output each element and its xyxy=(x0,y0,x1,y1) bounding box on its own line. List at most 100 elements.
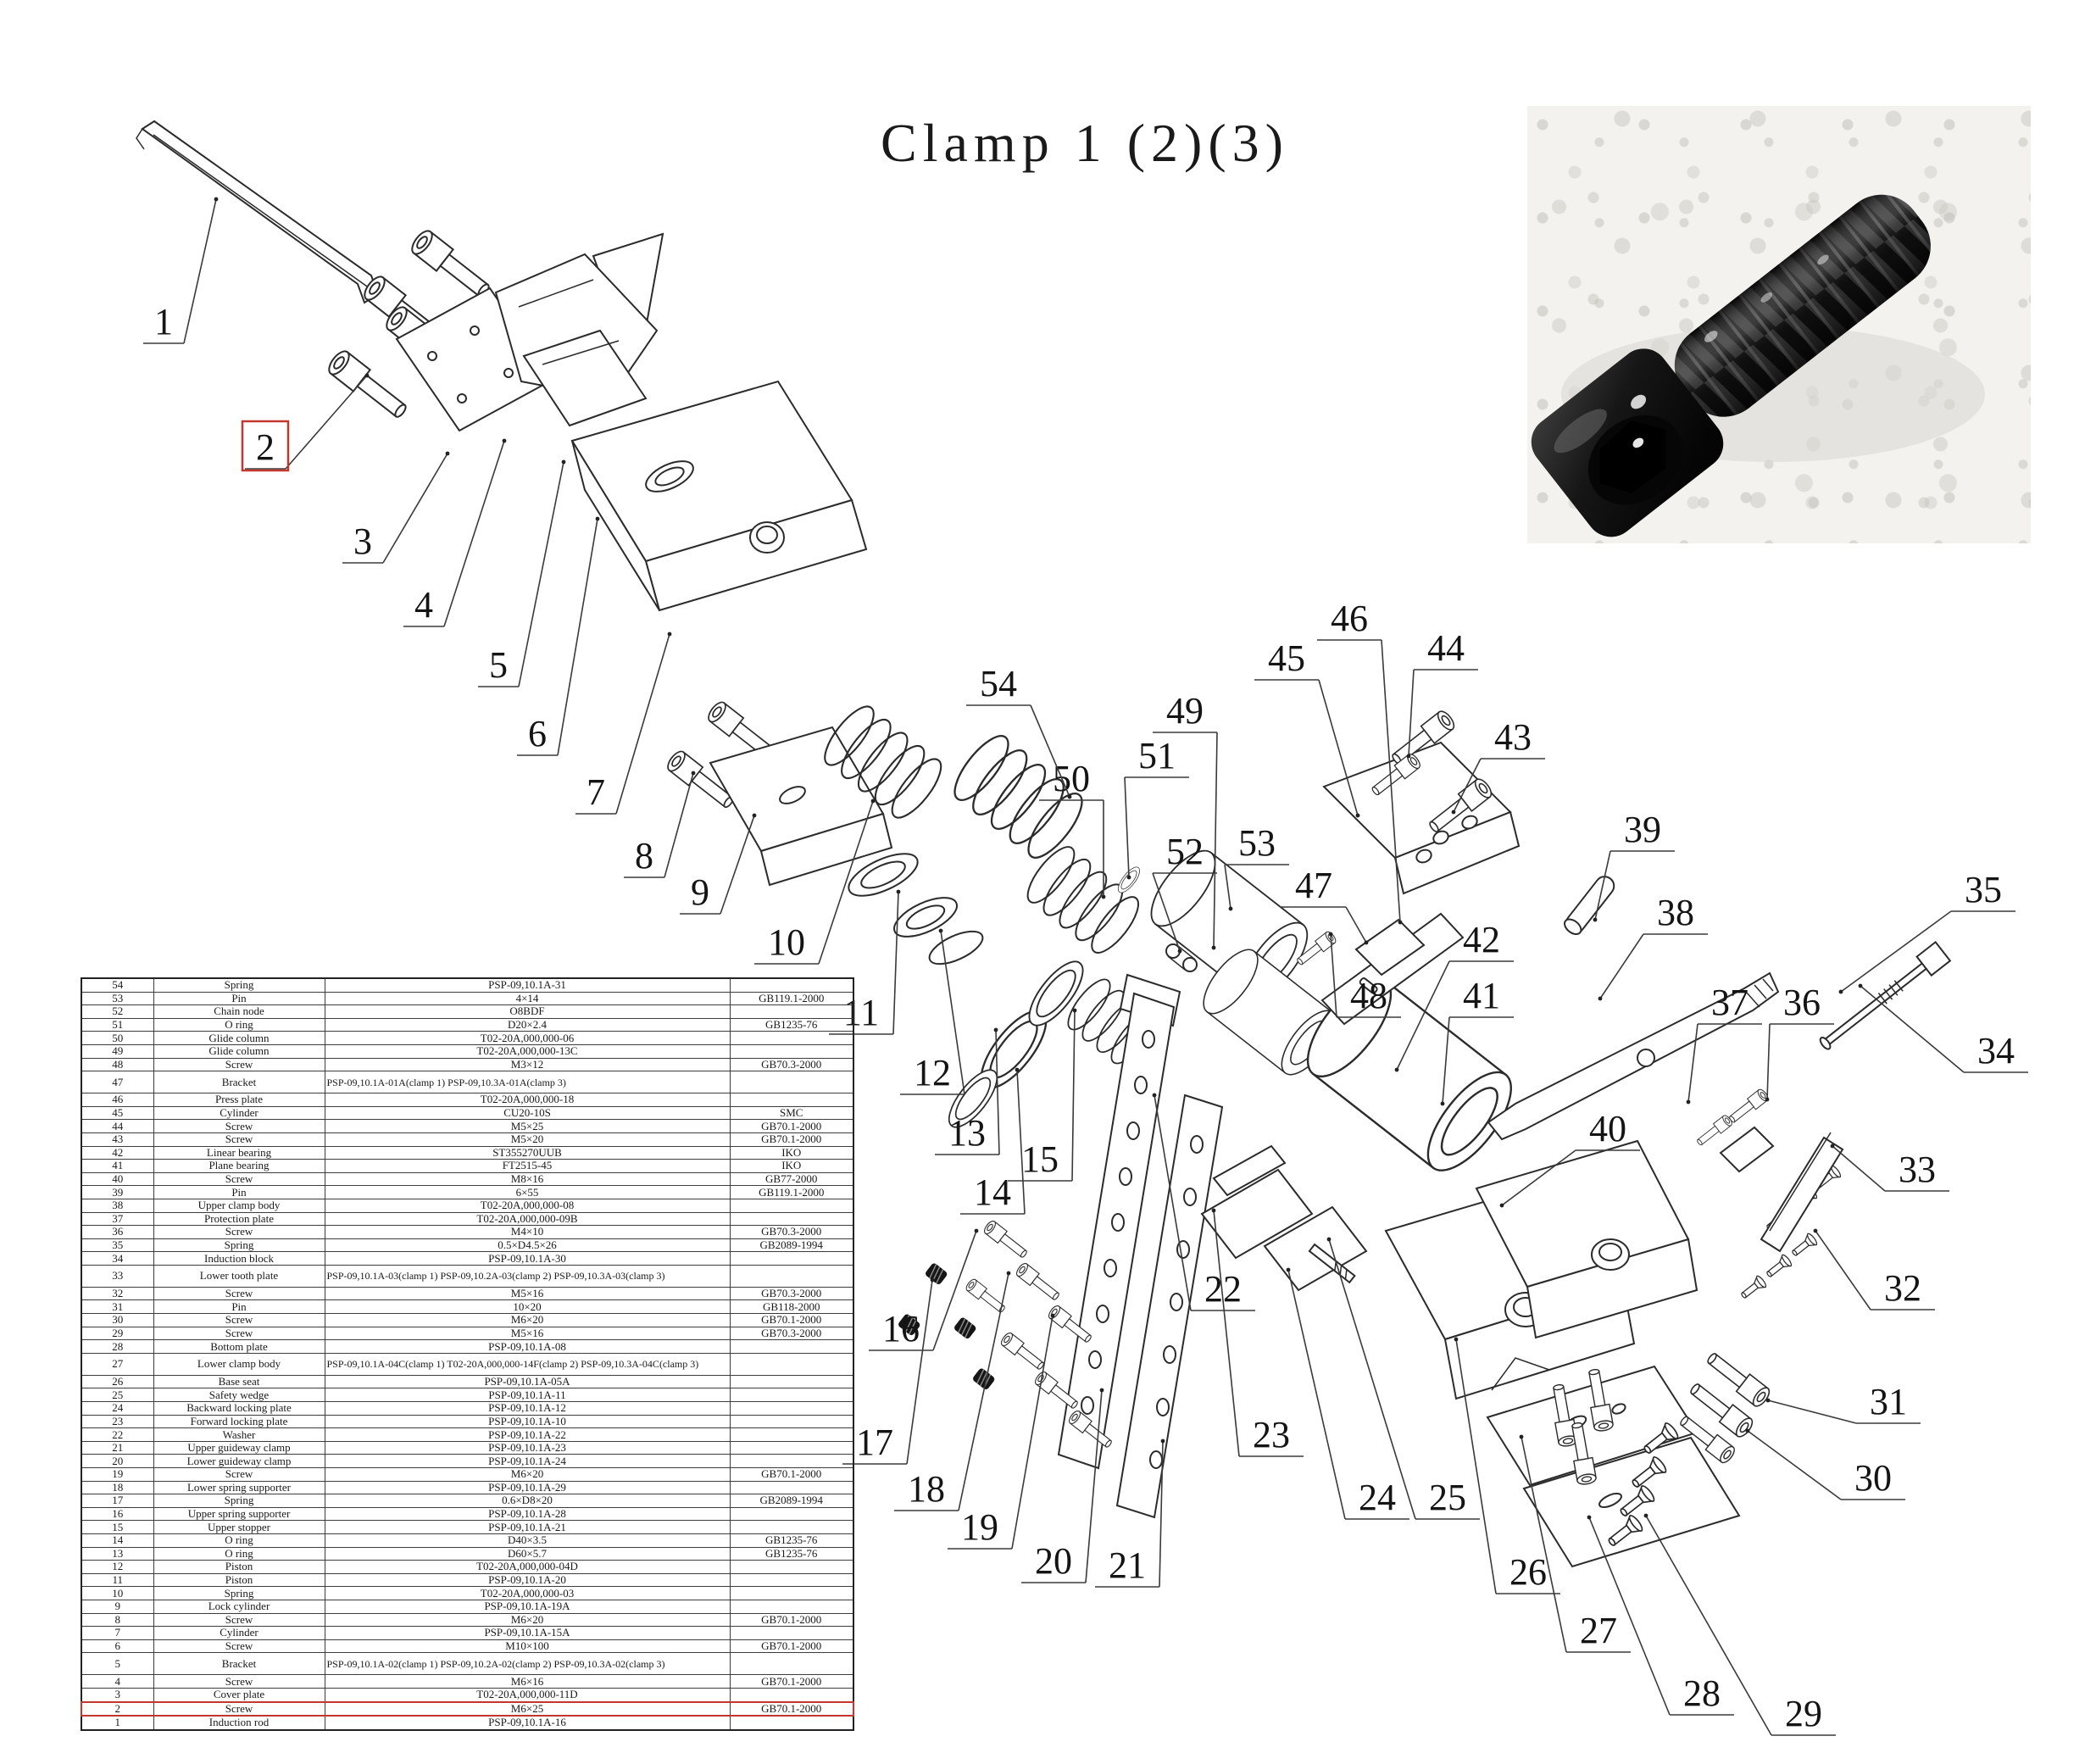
row-standard: GB70.3-2000 xyxy=(729,1225,854,1239)
callout-8: 8 xyxy=(624,771,696,878)
row-no: 49 xyxy=(81,1043,154,1059)
svg-text:13: 13 xyxy=(948,1112,986,1154)
callout-31: 31 xyxy=(1765,1381,1921,1424)
row-spec: ST355270UUB xyxy=(324,1145,731,1160)
row-spec: M10×100 xyxy=(324,1639,731,1654)
row-standard: GB2089-1994 xyxy=(729,1494,854,1508)
row-standard: GB1235-76 xyxy=(729,1533,854,1548)
row-spec: PSP-09,10.1A-29 xyxy=(324,1480,731,1495)
svg-text:14: 14 xyxy=(974,1171,1011,1213)
row-spec: M5×16 xyxy=(324,1286,731,1301)
row-spec: PSP-09,10.1A-30 xyxy=(324,1251,731,1266)
callout-36: 36 xyxy=(1765,982,1834,1102)
row-no: 28 xyxy=(81,1339,154,1354)
svg-text:1: 1 xyxy=(154,301,173,342)
row-name: Screw xyxy=(153,1225,325,1239)
callout-28: 28 xyxy=(1587,1515,1734,1716)
row-no: 42 xyxy=(81,1145,154,1160)
row-standard: SMC xyxy=(729,1105,854,1121)
row-spec: 10×20 xyxy=(324,1299,731,1315)
row-name: Protection plate xyxy=(153,1211,325,1227)
callout-41: 41 xyxy=(1440,975,1514,1106)
row-no: 15 xyxy=(81,1520,154,1534)
svg-text:23: 23 xyxy=(1253,1414,1290,1455)
row-no: 38 xyxy=(81,1198,154,1213)
row-name: Glide column xyxy=(153,1043,325,1059)
row-no: 29 xyxy=(81,1326,154,1341)
callout-20: 20 xyxy=(1021,1388,1104,1583)
row-no: 39 xyxy=(81,1185,154,1199)
row-no: 6 xyxy=(81,1639,154,1654)
svg-text:20: 20 xyxy=(1035,1540,1072,1582)
part-pistons xyxy=(848,853,984,965)
row-spec: M8×16 xyxy=(324,1171,731,1187)
callout-19: 19 xyxy=(948,1313,1055,1550)
svg-text:42: 42 xyxy=(1463,919,1500,960)
svg-text:24: 24 xyxy=(1359,1477,1396,1518)
callout-3: 3 xyxy=(342,451,450,564)
row-spec: PSP-09,10.1A-08 xyxy=(324,1339,731,1354)
row-standard xyxy=(729,1251,854,1266)
row-standard xyxy=(729,1414,854,1429)
row-no: 34 xyxy=(81,1251,154,1266)
row-standard xyxy=(729,1572,854,1588)
row-name: Piston xyxy=(153,1572,325,1588)
row-spec: FT2515-45 xyxy=(324,1159,731,1173)
row-standard: GB70.1-2000 xyxy=(729,1467,854,1482)
row-no: 9 xyxy=(81,1599,154,1614)
row-name: Screw xyxy=(153,1119,325,1133)
row-spec: D20×2.4 xyxy=(324,1017,731,1032)
row-standard: GB1235-76 xyxy=(729,1017,854,1032)
callout-39: 39 xyxy=(1593,809,1675,922)
svg-text:48: 48 xyxy=(1350,975,1387,1016)
row-name: Spring xyxy=(153,1238,325,1253)
callout-52: 52 xyxy=(1152,831,1217,954)
row-spec: O8BDF xyxy=(324,1004,731,1019)
row-standard xyxy=(729,1715,854,1731)
svg-text:7: 7 xyxy=(587,771,605,813)
part-clamp-body-40 xyxy=(1475,1139,1698,1339)
row-name: Screw xyxy=(153,1467,325,1482)
row-standard xyxy=(729,1339,854,1354)
svg-text:36: 36 xyxy=(1783,982,1821,1023)
row-standard: GB119.1-2000 xyxy=(729,1185,854,1199)
row-name: O ring xyxy=(153,1533,325,1548)
row-standard xyxy=(729,1520,854,1534)
part-cylinder-7 xyxy=(570,380,868,612)
row-name: Plane bearing xyxy=(153,1159,325,1173)
row-no: 13 xyxy=(81,1546,154,1561)
row-no: 3 xyxy=(81,1687,154,1703)
row-standard xyxy=(729,1652,854,1676)
row-name: Backward locking plate xyxy=(153,1401,325,1416)
part-press-plate-assy xyxy=(1293,912,1465,1026)
row-name: Lower guideway clamp xyxy=(153,1454,325,1468)
row-spec: PSP-09,10.1A-22 xyxy=(324,1427,731,1442)
row-standard xyxy=(729,1626,854,1640)
svg-text:35: 35 xyxy=(1965,869,2002,910)
row-spec: PSP-09,10.1A-16 xyxy=(324,1715,731,1731)
callout-48: 48 xyxy=(1328,932,1401,1018)
callout-37: 37 xyxy=(1686,982,1762,1105)
svg-text:29: 29 xyxy=(1785,1693,1822,1734)
row-no: 31 xyxy=(81,1299,154,1315)
row-name: Lower spring supporter xyxy=(153,1480,325,1495)
row-standard xyxy=(729,1586,854,1600)
row-name: Spring xyxy=(153,977,325,993)
row-spec: PSP-09,10.1A-21 xyxy=(324,1520,731,1534)
